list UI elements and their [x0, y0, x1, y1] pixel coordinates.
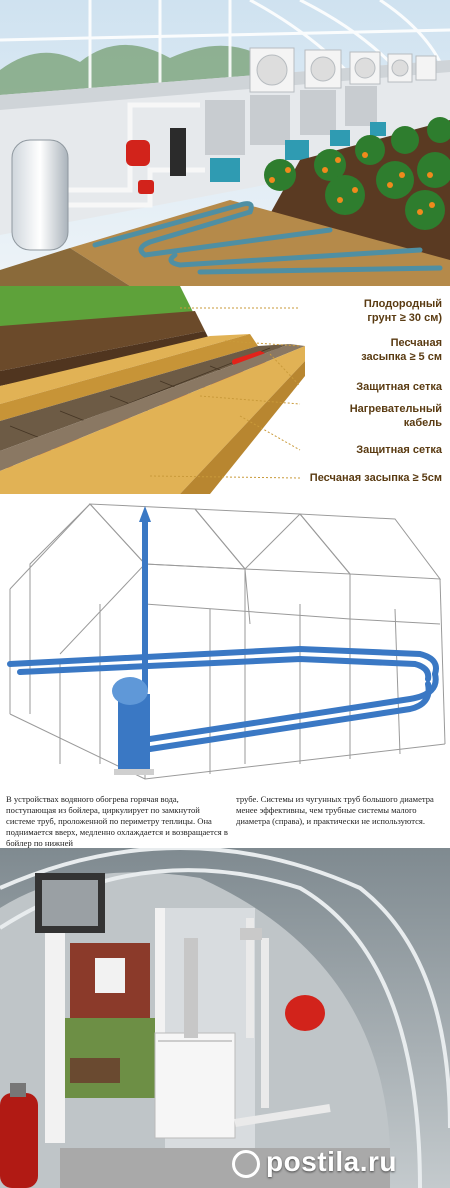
label-mesh-bottom: Защитная сетка	[356, 444, 442, 456]
postila-logo-icon	[232, 1149, 260, 1178]
greenhouse-boiler-illustration	[0, 0, 450, 286]
watermark: postila.ru	[232, 1146, 397, 1178]
label-fertile-soil: Плодородный грунт ≥ 30 см)	[363, 298, 442, 324]
greenhouse-boiler-photo: postila.ru	[0, 848, 450, 1188]
caption-right: трубе. Системы из чугунных труб большого…	[236, 794, 434, 826]
floor-layers-diagram: Плодородный грунт ≥ 30 см) Песчаная засы…	[0, 286, 450, 494]
label-sand-bottom: Песчаная засыпка ≥ 5см	[309, 472, 442, 484]
water-heating-diagram: В устройствах водяного обогрева горячая …	[0, 494, 450, 848]
watermark-text: postila.ru	[266, 1146, 398, 1177]
label-mesh-top: Защитная сетка	[356, 381, 442, 393]
label-sand-top: Песчаная засыпка ≥ 5 см	[361, 337, 442, 363]
label-heating-cable: Нагревательный кабель	[349, 403, 442, 429]
caption-left: В устройствах водяного обогрева горячая …	[6, 794, 228, 848]
